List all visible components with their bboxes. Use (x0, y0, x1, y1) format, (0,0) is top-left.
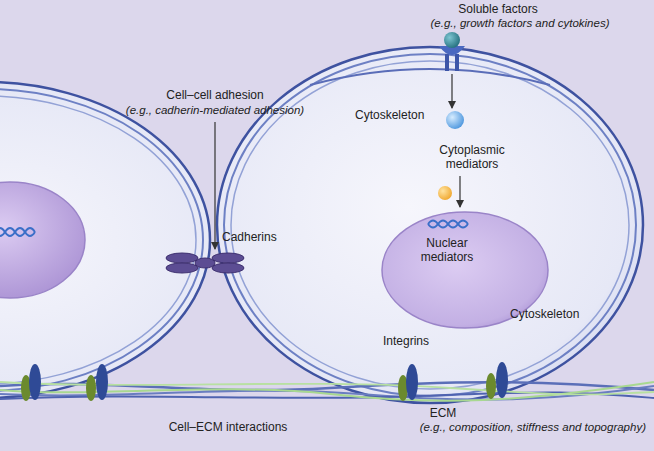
node-text: Cytoskeleton (355, 108, 424, 122)
dna-symbol (0, 221, 468, 237)
receptor-symbol (439, 32, 465, 71)
left-cell (0, 82, 210, 398)
annotation-label: (e.g., composition, stiffness and topogr… (420, 420, 646, 434)
leader-arrow (214, 122, 215, 249)
annotation-label: Cadherins (222, 230, 277, 244)
annotation-label: Cell–ECM interactions (169, 420, 288, 434)
annotation-label: (e.g., growth factors and cytokines) (431, 16, 610, 30)
mediator-sphere (438, 186, 452, 200)
mediator-sphere (446, 111, 464, 129)
signal-arrow (459, 176, 460, 207)
integrin-symbol (21, 362, 508, 401)
annotation-label: Integrins (383, 334, 429, 348)
node-text: Nuclear mediators (407, 236, 487, 264)
annotation-label: Cell–cell adhesion (166, 88, 263, 102)
cell-node: CytoskeletonCytoplasmic mediatorsCytoske… (215, 45, 645, 405)
signal-arrow (451, 74, 452, 108)
annotation-label: Soluble factors (458, 2, 537, 16)
node-text: Cytoplasmic mediators (427, 143, 517, 171)
node-text: Cytoskeleton (510, 307, 579, 321)
annotation-label: ECM (430, 406, 457, 420)
cadherin-symbol (166, 253, 244, 273)
annotation-label: (e.g., cadherin-mediated adhesion) (126, 103, 304, 117)
